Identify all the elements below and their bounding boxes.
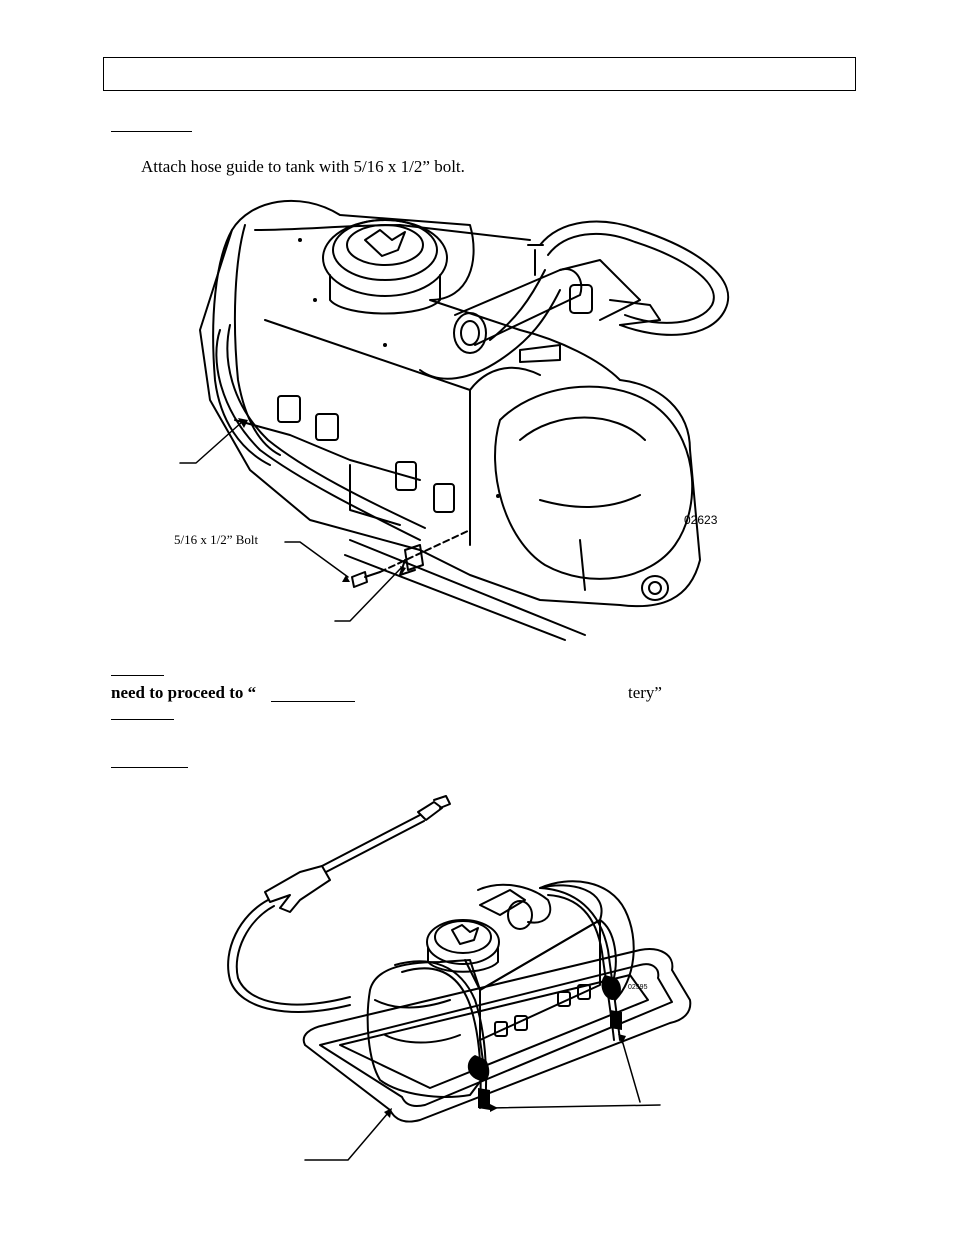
page-header-box: [103, 57, 856, 91]
note-line1-suffix: tery”: [628, 683, 662, 702]
note-line2-underline: [111, 719, 174, 720]
figure2-code: 02595: [628, 984, 648, 991]
note-link-underline: [271, 701, 355, 702]
bolt-callout-label: 5/16 x 1/2” Bolt: [174, 532, 259, 547]
step2-heading-underline: [111, 767, 188, 768]
note-line1-prefix: need to proceed to “: [111, 683, 257, 702]
figure1-code: 02623: [684, 513, 718, 527]
note-heading-underline: [111, 675, 164, 676]
step-instruction: Attach hose guide to tank with 5/16 x 1/…: [141, 157, 465, 176]
step-heading-underline: [111, 131, 192, 132]
